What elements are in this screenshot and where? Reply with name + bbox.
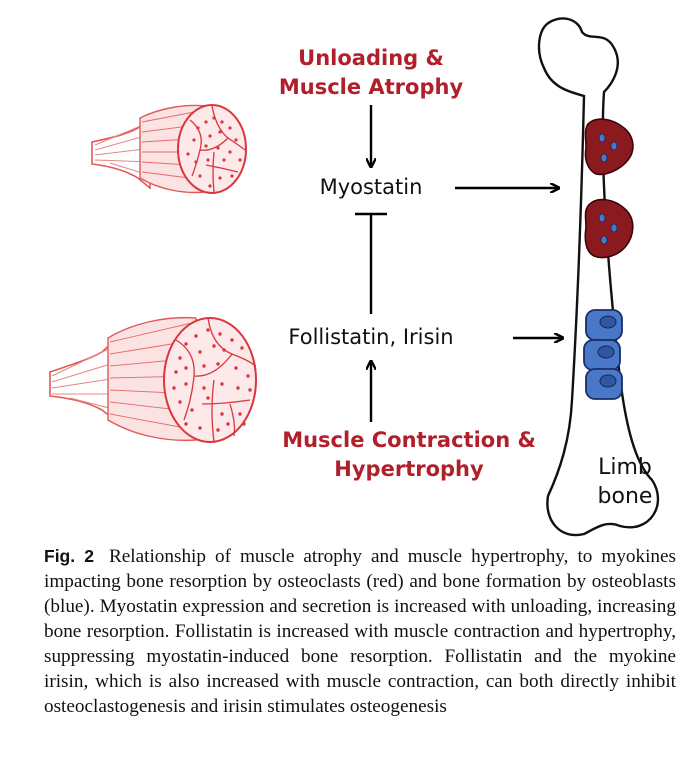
- osteoclast-cell-lower: [584, 198, 634, 259]
- bone-label-line2: bone: [598, 484, 653, 509]
- hypertrophic-muscle-illustration: [49, 316, 257, 443]
- osteoblast-cell-bottom: [585, 368, 623, 400]
- contraction-label-line1: Muscle Contraction &: [282, 428, 536, 452]
- figure-number: Fig. 2: [44, 546, 94, 566]
- osteoblast-cell-top: [585, 309, 623, 341]
- bone-label-line1: Limb: [598, 455, 652, 480]
- limb-bone-illustration: [537, 17, 660, 537]
- myostatin-label: Myostatin: [320, 175, 423, 199]
- osteoclast-cell-upper: [584, 118, 634, 176]
- contraction-label-line2: Hypertrophy: [334, 457, 484, 481]
- figure-caption: Fig. 2 Relationship of muscle atrophy an…: [44, 544, 676, 719]
- atrophic-muscle-illustration: [91, 104, 247, 194]
- osteoblast-cell-middle: [583, 339, 621, 371]
- caption-text: Relationship of muscle atrophy and muscl…: [44, 546, 677, 717]
- follistatin-irisin-label: Follistatin, Irisin: [288, 325, 453, 349]
- unloading-label-line1: Unloading &: [298, 46, 444, 70]
- unloading-label-line2: Muscle Atrophy: [279, 75, 464, 99]
- diagram-canvas: Unloading & Muscle Atrophy Myostatin Fol…: [49, 17, 660, 537]
